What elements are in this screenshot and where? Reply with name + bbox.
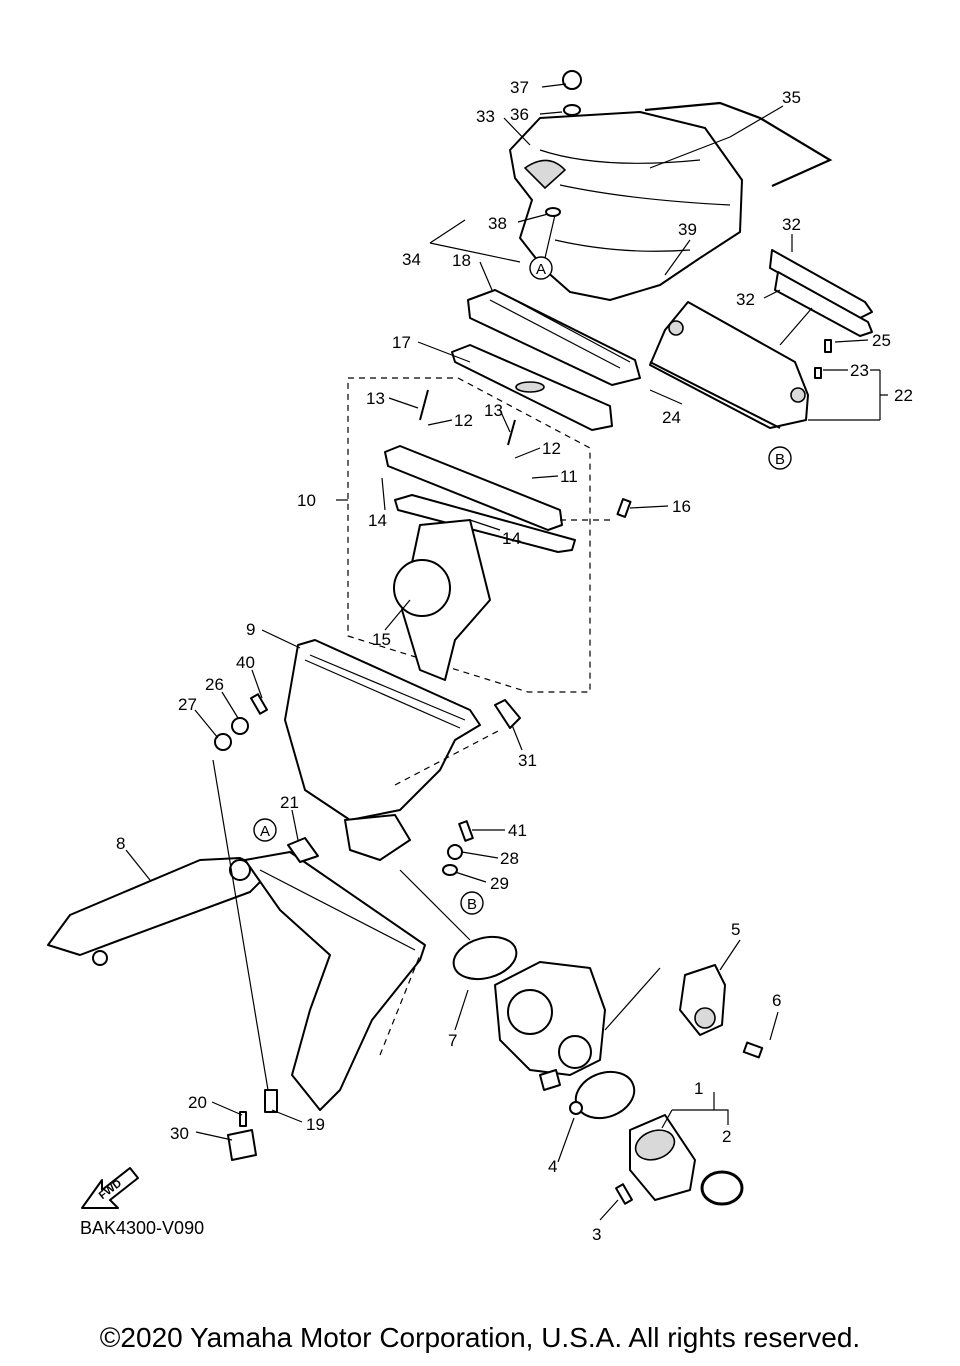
dashed-connectors <box>212 519 661 1091</box>
clamp-7 <box>452 935 518 981</box>
part-label-2: 2 <box>722 1127 731 1146</box>
part-label-33: 33 <box>476 107 495 126</box>
part-label-25: 25 <box>872 331 891 350</box>
part-label-12a: 12 <box>454 411 473 430</box>
filter-frame-18 <box>467 289 641 386</box>
part-label-15: 15 <box>372 630 391 649</box>
part-label-28: 28 <box>500 849 519 868</box>
airbox-body-9 <box>284 639 481 861</box>
ref-marker-b-right: B <box>768 446 792 470</box>
part-label-39: 39 <box>678 220 697 239</box>
part-label-13b: 13 <box>484 401 503 420</box>
assembly-boundary-10 <box>347 377 591 693</box>
part-labels: 1 2 3 4 5 6 7 8 9 10 11 12 12 13 13 14 1… <box>116 78 913 1244</box>
part-label-38: 38 <box>488 214 507 233</box>
part-label-11: 11 <box>560 467 578 486</box>
part-label-23: 23 <box>850 361 869 380</box>
cage-plate-upper <box>384 445 563 531</box>
part-label-7: 7 <box>448 1031 457 1050</box>
foam-blocks-32 <box>769 249 873 337</box>
oring-2 <box>700 1170 744 1206</box>
copyright-notice: ©2020 Yamaha Motor Corporation, U.S.A. A… <box>99 1322 861 1353</box>
part-label-40: 40 <box>236 653 255 672</box>
part-label-16: 16 <box>672 497 691 516</box>
top-cover-33 <box>509 111 743 301</box>
cage-plate-lower <box>394 494 576 553</box>
svg-text:B: B <box>467 896 477 913</box>
part-label-32a: 32 <box>782 215 801 234</box>
part-label-41: 41 <box>508 821 527 840</box>
part-label-8: 8 <box>116 834 125 853</box>
part-label-32b: 32 <box>736 290 755 309</box>
ref-marker-a-upper: A <box>529 256 553 280</box>
part-label-19: 19 <box>306 1115 325 1134</box>
leader-lines <box>125 83 888 1221</box>
fwd-arrow: FWD <box>81 1167 139 1209</box>
part-label-1: 1 <box>694 1079 703 1098</box>
part-label-13a: 13 <box>366 389 385 408</box>
intake-duct-8 <box>47 857 271 966</box>
part-label-14b: 14 <box>502 529 521 548</box>
fasteners <box>214 70 832 1205</box>
part-label-35: 35 <box>782 88 801 107</box>
ref-marker-b-center: B <box>460 891 484 915</box>
part-label-18: 18 <box>452 251 471 270</box>
part-label-26: 26 <box>205 675 224 694</box>
part-label-21: 21 <box>280 793 299 812</box>
seal-strip-35 <box>644 101 833 188</box>
reference-markers: A A B B <box>253 256 792 915</box>
part-label-17: 17 <box>392 333 411 352</box>
diagram-code: BAK4300-V090 <box>80 1218 205 1238</box>
cover-5 <box>679 964 726 1036</box>
element-15 <box>393 519 491 681</box>
svg-text:A: A <box>260 823 270 840</box>
part-label-3: 3 <box>592 1225 601 1244</box>
strip-24 <box>649 361 781 429</box>
part-label-12b: 12 <box>542 439 561 458</box>
filter-element-17 <box>451 344 613 431</box>
part-label-10: 10 <box>297 491 316 510</box>
ref-marker-a-lower: A <box>253 818 277 842</box>
part-label-6: 6 <box>772 991 781 1010</box>
side-panel-22 <box>649 301 809 429</box>
part-label-20: 20 <box>188 1093 207 1112</box>
part-label-36: 36 <box>510 105 529 124</box>
part-label-31: 31 <box>518 751 537 770</box>
svg-text:A: A <box>536 261 546 278</box>
pins-13 <box>419 389 516 446</box>
clamp-4 <box>574 1070 636 1120</box>
part-label-30: 30 <box>170 1124 189 1143</box>
part-label-4: 4 <box>548 1157 557 1176</box>
throttle-body <box>494 961 606 1076</box>
part-label-22: 22 <box>894 386 913 405</box>
part-label-9: 9 <box>246 620 255 639</box>
part-label-5: 5 <box>731 920 740 939</box>
part-label-34: 34 <box>402 250 421 269</box>
part-label-24: 24 <box>662 408 681 427</box>
airbox-lower-duct <box>244 851 426 1111</box>
part-label-14a: 14 <box>368 511 387 530</box>
svg-text:B: B <box>775 451 785 468</box>
part-label-27: 27 <box>178 695 197 714</box>
part-label-37: 37 <box>510 78 529 97</box>
part-label-29: 29 <box>490 874 509 893</box>
joint-1 <box>629 1114 696 1201</box>
